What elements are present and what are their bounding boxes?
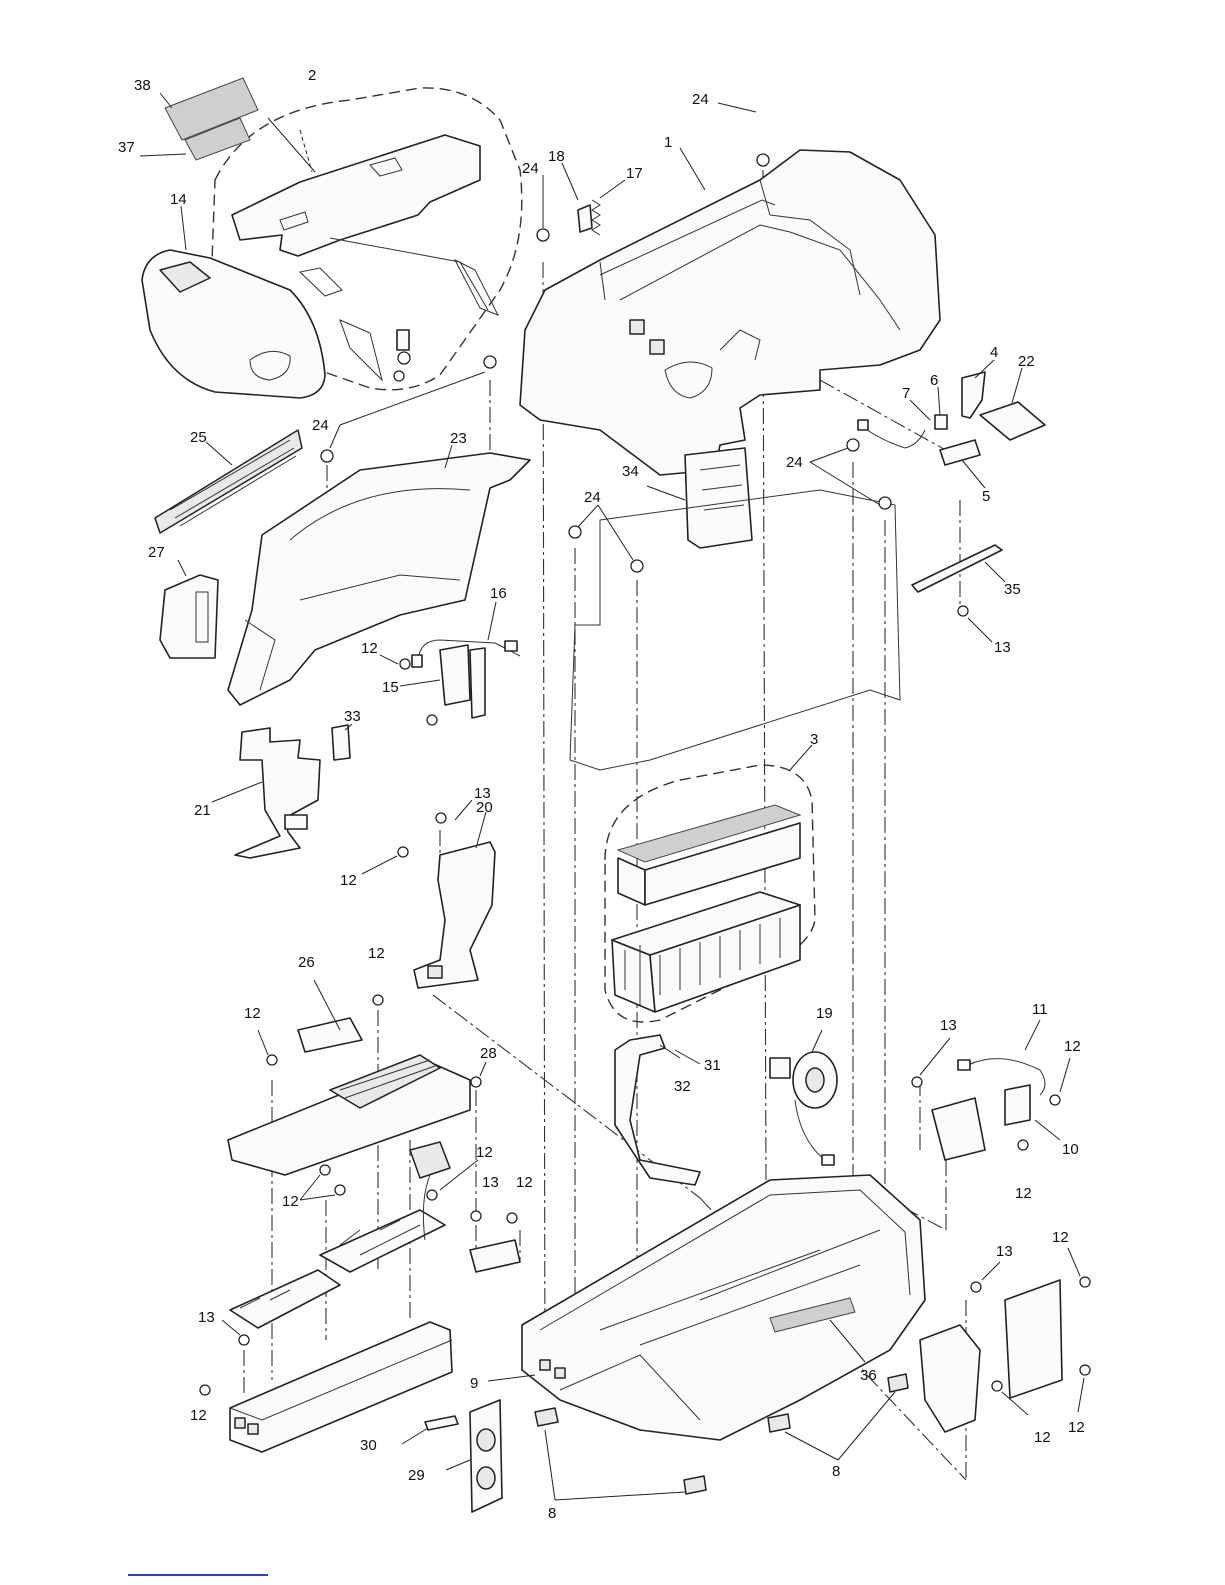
callout-12: 12: [1068, 1419, 1085, 1436]
callout-12: 12: [282, 1193, 299, 1210]
callout-24: 24: [522, 160, 539, 177]
callout-22: 22: [1018, 353, 1035, 370]
callout-19: 19: [816, 1005, 833, 1022]
part-35-strip: [912, 545, 1005, 642]
callout-15: 15: [382, 679, 399, 696]
callout-36: 36: [860, 1367, 877, 1384]
callout-12: 12: [1034, 1429, 1051, 1446]
callout-16: 16: [490, 585, 507, 602]
callout-13: 13: [940, 1017, 957, 1034]
callout-31: 31: [704, 1057, 721, 1074]
callout-35: 35: [1004, 581, 1021, 598]
part-21-33-sheet: [212, 724, 352, 858]
callout-5: 5: [982, 488, 990, 505]
callout-2: 2: [308, 67, 316, 84]
callout-21: 21: [194, 802, 211, 819]
callout-13: 13: [482, 1174, 499, 1191]
callout-10: 10: [1062, 1141, 1079, 1158]
callout-3: 3: [810, 731, 818, 748]
callout-25: 25: [190, 429, 207, 446]
part-25-grille: [155, 430, 302, 533]
callout-18: 18: [548, 148, 565, 165]
callout-12: 12: [368, 945, 385, 962]
callout-1: 1: [664, 134, 672, 151]
part-31-32-cable: [615, 1035, 700, 1185]
callout-12: 12: [1052, 1229, 1069, 1246]
callout-13: 13: [198, 1309, 215, 1326]
part-4-22-7-6-5-small-parts: [858, 360, 1045, 488]
callout-34: 34: [622, 463, 639, 480]
callout-26: 26: [298, 954, 315, 971]
right-rear-shield: [920, 1248, 1090, 1432]
callout-12: 12: [190, 1407, 207, 1424]
callout-33: 33: [344, 708, 361, 725]
callout-12: 12: [340, 872, 357, 889]
callout-12: 12: [1064, 1038, 1081, 1055]
part-9-bottom-case: [488, 1175, 925, 1440]
part-18-17-latch-spring: [562, 163, 625, 235]
callout-14: 14: [170, 191, 187, 208]
callout-6: 6: [930, 372, 938, 389]
callout-17: 17: [626, 165, 643, 182]
callout-28: 28: [480, 1045, 497, 1062]
callout-29: 29: [408, 1467, 425, 1484]
callout-13: 13: [996, 1243, 1013, 1260]
callout-8: 8: [548, 1505, 556, 1522]
callout-38: 38: [134, 77, 151, 94]
callout-9: 9: [470, 1375, 478, 1392]
part-3-absorber-assembly: [605, 745, 815, 1022]
part-1-top-housing: [520, 148, 940, 475]
callout-23: 23: [450, 430, 467, 447]
callout-24: 24: [584, 489, 601, 506]
callout-12: 12: [1015, 1185, 1032, 1202]
callout-24: 24: [312, 417, 329, 434]
callout-12: 12: [361, 640, 378, 657]
footer-link-underline[interactable]: [128, 1574, 268, 1576]
part-26-shield-and-board: [228, 980, 486, 1175]
small-bracket: [470, 1211, 520, 1272]
callout-11: 11: [1032, 1001, 1048, 1018]
part-29-30-panel: [402, 1400, 502, 1512]
part-19-speaker: [770, 1030, 837, 1165]
callout-12: 12: [476, 1144, 493, 1161]
callout-24: 24: [692, 91, 709, 108]
callout-7: 7: [902, 385, 910, 402]
callout-32: 32: [674, 1078, 691, 1095]
part-16-15-cable-bracket: [380, 602, 520, 725]
callout-4: 4: [990, 344, 998, 361]
callout-24: 24: [786, 454, 803, 471]
callout-20: 20: [476, 799, 493, 816]
callout-27: 27: [148, 544, 165, 561]
callout-8: 8: [832, 1463, 840, 1480]
part-27-side-cover: [160, 560, 218, 658]
callout-12: 12: [516, 1174, 533, 1191]
callout-13: 13: [994, 639, 1011, 656]
callout-37: 37: [118, 139, 135, 156]
callout-30: 30: [360, 1437, 377, 1454]
part-11-10-sensor: [912, 1020, 1070, 1160]
part-38-37-labels: [140, 78, 258, 160]
callout-12: 12: [244, 1005, 261, 1022]
